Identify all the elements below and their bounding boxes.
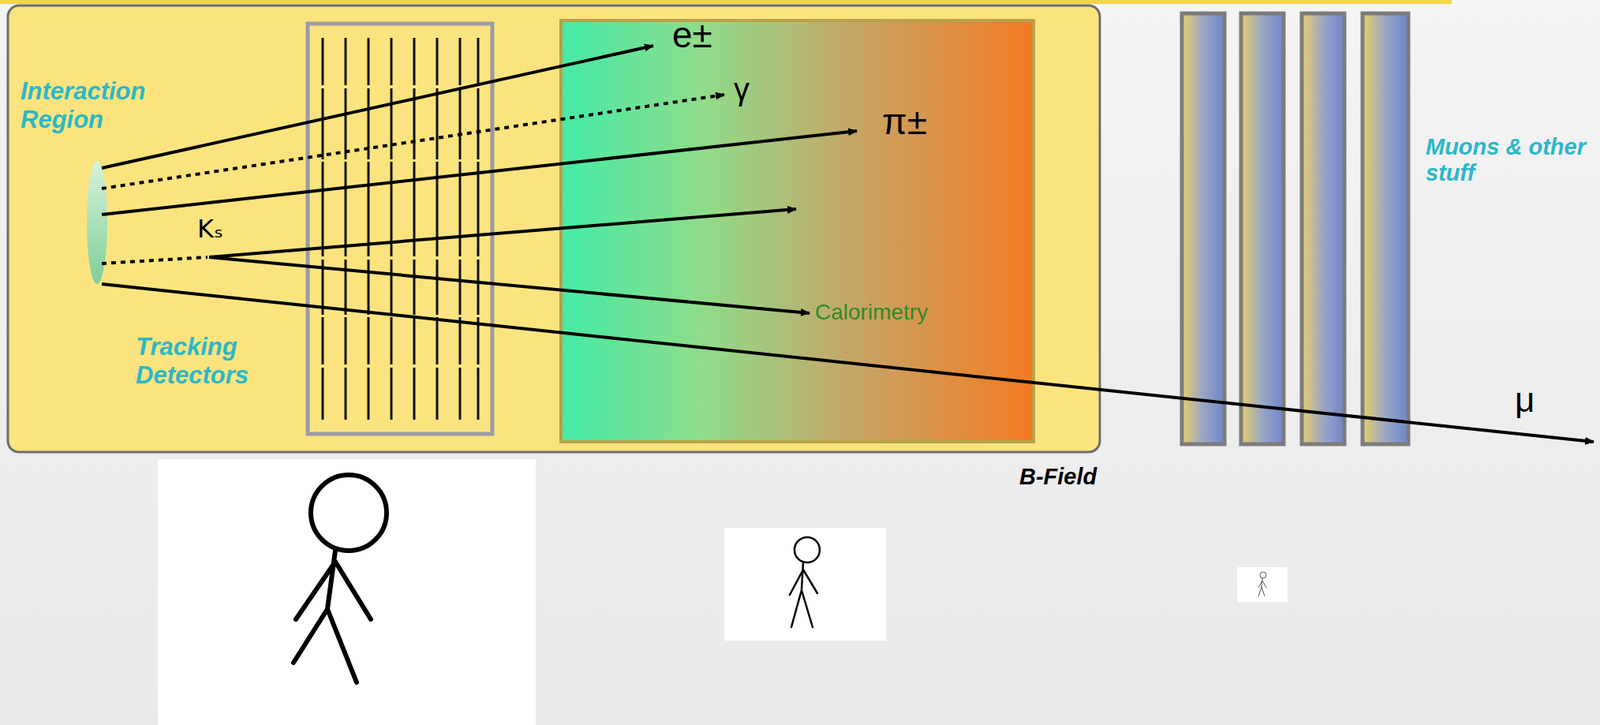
tracking-frame bbox=[307, 23, 493, 434]
calorimeter-box: Calorimetry bbox=[560, 20, 1034, 442]
muon-chambers bbox=[1181, 13, 1409, 445]
region-label: Interaction Region bbox=[20, 77, 202, 134]
particle-tracks bbox=[101, 45, 1594, 442]
magnet-region bbox=[7, 5, 1100, 453]
stick-figure-small bbox=[1258, 571, 1267, 597]
tracking-layers bbox=[322, 37, 479, 420]
particle-label: μ bbox=[1514, 380, 1535, 421]
field-label: B-Field bbox=[1019, 463, 1097, 490]
figure-panel bbox=[157, 459, 536, 725]
particle-label: Kₛ bbox=[197, 214, 224, 244]
stick-figure-medium bbox=[789, 537, 820, 628]
stick-figure-large bbox=[293, 474, 387, 683]
node-text: Calorimetry bbox=[814, 299, 928, 326]
top-bar bbox=[0, 0, 1452, 4]
figure-panel bbox=[724, 527, 886, 641]
calorimeter bbox=[560, 20, 1034, 442]
figure-panel bbox=[1237, 567, 1288, 602]
particle-label: π± bbox=[882, 100, 928, 143]
region-label: Muons & other stuff bbox=[1425, 134, 1596, 187]
particle-label: γ bbox=[733, 71, 750, 108]
detector-label: Tracking Detectors bbox=[135, 332, 294, 389]
particle-label: e± bbox=[672, 14, 713, 57]
interaction-region bbox=[86, 160, 108, 285]
